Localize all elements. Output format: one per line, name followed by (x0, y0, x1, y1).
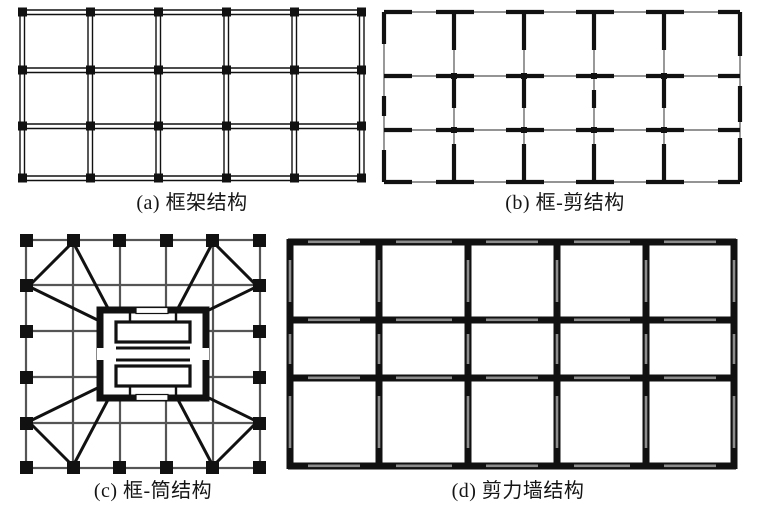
beam-row-top (20, 9, 364, 16)
core-opening-edges (135, 306, 169, 402)
panel-a-caption: (a) 框架结构 (8, 190, 376, 216)
column-line-5 (291, 10, 298, 181)
panel-frame-shear-wall-structure: (b) 框-剪结构 (378, 4, 752, 224)
beam-row-2 (20, 67, 364, 74)
core-internal-partitions (114, 310, 192, 398)
tube-perimeter-columns (20, 234, 266, 474)
sw-guide-lines (289, 241, 735, 467)
fsw-joint-nodes (451, 73, 667, 133)
frame-structure-diagram (18, 7, 366, 183)
column-line-6 (358, 10, 365, 181)
panel-b-caption: (b) 框-剪结构 (378, 190, 752, 216)
sw-vertical-walls (286, 239, 738, 469)
panel-frame-structure: (a) 框架结构 (8, 4, 376, 224)
panel-frame-tube-structure: (c) 框-筒结构 (8, 230, 298, 520)
sw-wall-openings (288, 240, 736, 468)
beam-row-3 (20, 123, 364, 130)
frame-shear-wall-diagram (381, 9, 743, 185)
fsw-horizontal-wall-segments (384, 9, 740, 185)
column-line-1 (19, 10, 26, 181)
tube-frame-grid (24, 238, 262, 470)
column-line-2 (87, 10, 94, 181)
sw-horizontal-walls (288, 238, 736, 470)
panel-b-caption-text: (b) 框-剪结构 (505, 192, 625, 214)
panel-d-caption-text: (d) 剪力墙结构 (451, 480, 585, 502)
panel-d-caption: (d) 剪力墙结构 (278, 478, 758, 504)
frame-grid-lines (19, 9, 365, 182)
panel-shear-wall-structure: (d) 剪力墙结构 (278, 230, 758, 520)
fsw-frame-skeleton (383, 11, 741, 183)
panel-c-caption: (c) 框-筒结构 (8, 478, 298, 504)
core-openings (97, 307, 209, 401)
column-line-4 (223, 10, 230, 181)
panel-c-caption-text: (c) 框-筒结构 (93, 480, 213, 502)
fsw-vertical-wall-segments (381, 12, 743, 182)
frame-tube-diagram (20, 234, 266, 474)
panel-a-caption-text: (a) 框架结构 (136, 192, 248, 214)
frame-joint-nodes (18, 7, 366, 183)
column-line-3 (155, 10, 162, 181)
shear-wall-diagram (286, 238, 738, 470)
beam-row-bottom (20, 175, 364, 182)
